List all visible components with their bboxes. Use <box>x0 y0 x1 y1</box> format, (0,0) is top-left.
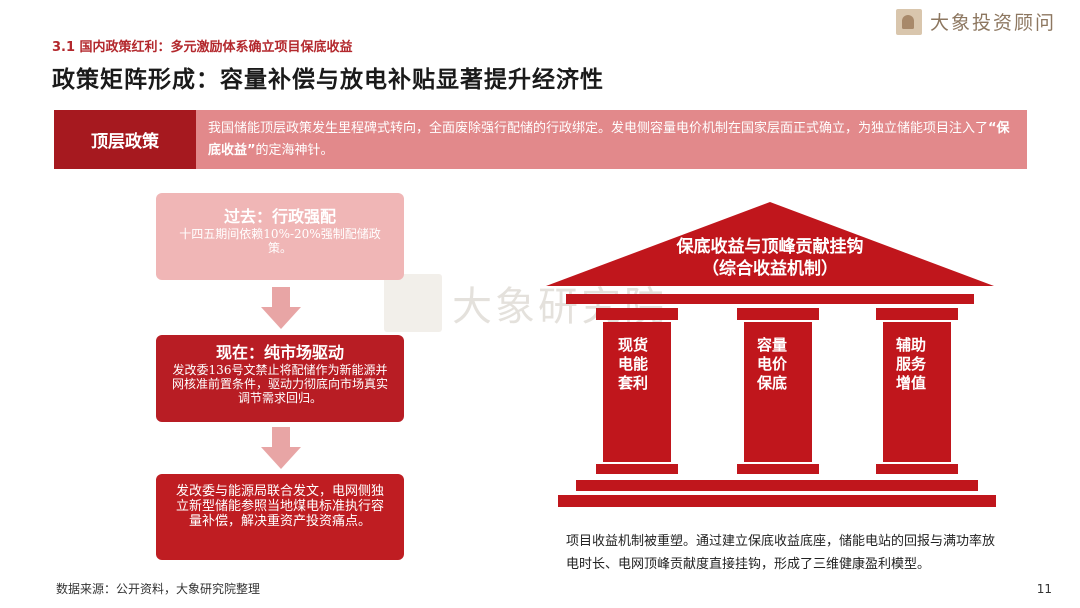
policy-text-after: 的定海神针。 <box>255 143 334 158</box>
roof-line-2: （综合收益机制） <box>702 259 838 279</box>
pillar-capital-2 <box>737 308 819 320</box>
policy-text-bold: “保底收益” <box>208 121 1010 158</box>
pillar-base-2 <box>737 464 819 474</box>
pillar-label-ancillary: 辅助服务增值 <box>896 336 927 392</box>
watermark-logo-icon <box>384 274 442 332</box>
brand: 大象投资顾问 <box>895 8 1056 35</box>
pillar-3 <box>883 322 951 462</box>
temple-roof-title: 保底收益与顶峰贡献挂钩 （综合收益机制） <box>546 236 994 280</box>
brand-logo-icon <box>895 8 922 35</box>
temple-step-2 <box>558 495 996 507</box>
policy-bar: 顶层政策 我国储能顶层政策发生里程碑式转向，全面废除强行配储的行政绑定。发电侧容… <box>54 110 1027 169</box>
now-box: 现在：纯市场驱动 发改委136号文禁止将配储作为新能源并网核准前置条件，驱动力彻… <box>156 335 404 422</box>
policy-text: 我国储能顶层政策发生里程碑式转向，全面废除强行配储的行政绑定。发电侧容量电价机制… <box>196 110 1027 169</box>
temple-architrave <box>566 294 974 304</box>
roof-line-1: 保底收益与顶峰贡献挂钩 <box>676 237 864 257</box>
policy-text-before: 我国储能顶层政策发生里程碑式转向，全面废除强行配储的行政绑定。发电侧容量电价机制… <box>208 121 989 136</box>
past-title: 过去：行政强配 <box>223 207 336 226</box>
temple-roof <box>546 202 994 286</box>
temple-step-1 <box>576 480 978 491</box>
pillar-label-spot: 现货电能套利 <box>618 336 649 392</box>
pillar-base-3 <box>876 464 958 474</box>
policy-tag: 顶层政策 <box>54 110 196 169</box>
next-text: 发改委与能源局联合发文，电网侧独立新型储能参照当地煤电标准执行容量补偿，解决重资… <box>175 484 384 529</box>
past-box: 过去：行政强配 十四五期间依赖10%-20%强制配储政策。 <box>156 193 404 280</box>
data-source: 数据来源：公开资料，大象研究院整理 <box>56 582 261 596</box>
down-arrow-icon <box>261 427 301 471</box>
pillar-1 <box>603 322 671 462</box>
next-box: 发改委与能源局联合发文，电网侧独立新型储能参照当地煤电标准执行容量补偿，解决重资… <box>156 474 404 560</box>
now-text: 发改委136号文禁止将配储作为新能源并网核准前置条件，驱动力彻底向市场真实调节需… <box>171 363 388 405</box>
temple-diagram <box>546 202 996 507</box>
brand-name: 大象投资顾问 <box>929 12 1056 34</box>
page-number: 11 <box>1036 582 1052 596</box>
section-label: 3.1 国内政策红利：多元激励体系确立项目保底收益 <box>52 40 353 55</box>
temple-caption: 项目收益机制被重塑。通过建立保底收益底座，储能电站的回报与满功率放电时长、电网顶… <box>566 534 996 572</box>
pillar-capital-3 <box>876 308 958 320</box>
page-title: 政策矩阵形成：容量补偿与放电补贴显著提升经济性 <box>52 67 604 93</box>
down-arrow-icon <box>261 287 301 331</box>
past-text: 十四五期间依赖10%-20%强制配储政策。 <box>179 227 381 255</box>
pillar-2 <box>744 322 812 462</box>
pillar-label-capacity: 容量电价保底 <box>757 336 788 392</box>
pillar-base-1 <box>596 464 678 474</box>
now-title: 现在：纯市场驱动 <box>215 343 344 362</box>
pillar-capital-1 <box>596 308 678 320</box>
